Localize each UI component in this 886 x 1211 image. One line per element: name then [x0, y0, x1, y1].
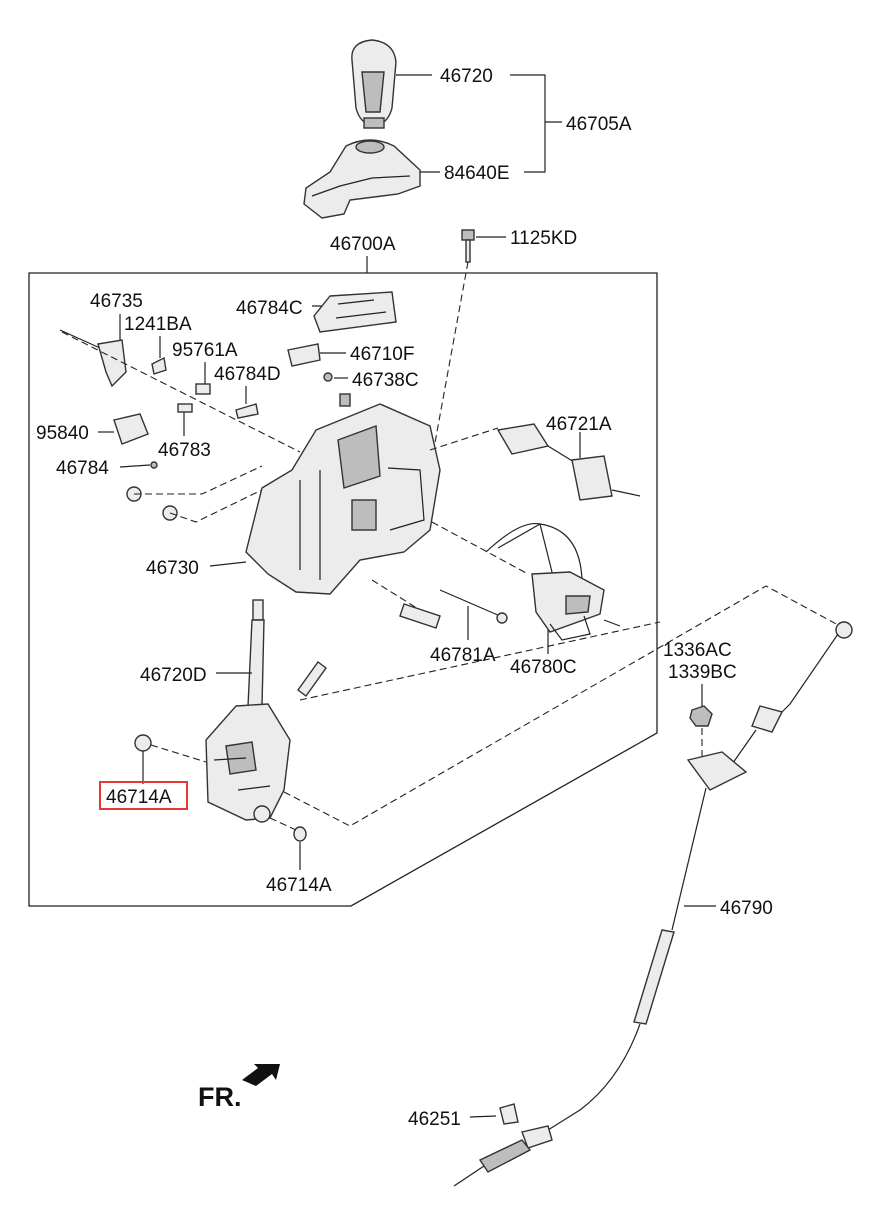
label-46780C[interactable]: 46780C — [510, 657, 577, 678]
bracket-46735-part[interactable] — [59, 329, 127, 388]
shift-boot-part[interactable] — [303, 139, 421, 219]
shift-lever-46720D-part[interactable] — [247, 599, 265, 707]
assembly-frame — [28, 272, 658, 907]
spring-46784-part[interactable] — [150, 461, 158, 469]
label-46781A[interactable]: 46781A — [430, 645, 496, 666]
label-1241BA[interactable]: 1241BA — [124, 314, 192, 335]
label-46790[interactable]: 46790 — [720, 898, 773, 919]
lever-base-part[interactable] — [205, 703, 291, 823]
label-46705A[interactable]: 46705A — [566, 114, 632, 135]
label-84640E[interactable]: 84640E — [444, 163, 510, 184]
button-46710F-part[interactable] — [287, 343, 321, 367]
switch-46780C-part[interactable] — [485, 522, 621, 641]
front-direction-label: FR. — [198, 1082, 242, 1112]
label-46784[interactable]: 46784 — [56, 458, 109, 479]
shift-cable-46790-part[interactable] — [453, 621, 853, 1187]
label-46735[interactable]: 46735 — [90, 291, 143, 312]
solenoid-46721A-part[interactable] — [496, 423, 641, 501]
clip-95761A-part[interactable] — [195, 383, 211, 395]
clip-1241BA-part[interactable] — [151, 356, 167, 375]
label-46721A[interactable]: 46721A — [546, 414, 612, 435]
label-46784C[interactable]: 46784C — [236, 298, 303, 319]
label-46710F[interactable]: 46710F — [350, 344, 414, 365]
label-46720[interactable]: 46720 — [440, 66, 493, 87]
label-46714A-lower[interactable]: 46714A — [266, 875, 332, 896]
label-46700A[interactable]: 46700A — [330, 234, 396, 255]
label-46730[interactable]: 46730 — [146, 558, 199, 579]
highlight-box-46714A — [99, 781, 188, 810]
label-1336AC[interactable]: 1336AC — [663, 640, 732, 661]
nut-1339BC-part[interactable] — [689, 705, 713, 727]
sensor-95840-part[interactable] — [113, 413, 149, 445]
label-46251[interactable]: 46251 — [408, 1109, 461, 1130]
shifter-bracket-46730-part[interactable] — [245, 393, 441, 595]
guide-46784C-part[interactable] — [313, 291, 397, 333]
label-1125KD[interactable]: 1125KD — [510, 228, 577, 249]
label-95840[interactable]: 95840 — [36, 423, 89, 444]
label-46720D[interactable]: 46720D — [140, 665, 207, 686]
front-direction-arrow-icon — [242, 1064, 280, 1086]
label-46784D[interactable]: 46784D — [214, 364, 281, 385]
nut-46738C-part[interactable] — [323, 372, 333, 382]
spring-46784D-part[interactable] — [235, 403, 259, 419]
washer-46714A-upper-part[interactable] — [134, 734, 152, 752]
clip-46251-part[interactable] — [499, 1103, 519, 1125]
label-95761A[interactable]: 95761A — [172, 340, 238, 361]
cable-end-lower-part[interactable] — [297, 661, 327, 697]
bolt-1125KD-part[interactable] — [461, 229, 475, 263]
label-46714A-highlighted[interactable]: 46714A — [106, 787, 172, 808]
label-46738C[interactable]: 46738C — [352, 370, 419, 391]
pin-46783-part[interactable] — [177, 403, 193, 413]
washer-46714A-lower-part[interactable] — [293, 826, 307, 842]
pin-46781A-part[interactable] — [399, 589, 508, 629]
label-46783[interactable]: 46783 — [158, 440, 211, 461]
label-1339BC[interactable]: 1339BC — [668, 662, 737, 683]
shift-knob-part[interactable] — [351, 39, 397, 129]
